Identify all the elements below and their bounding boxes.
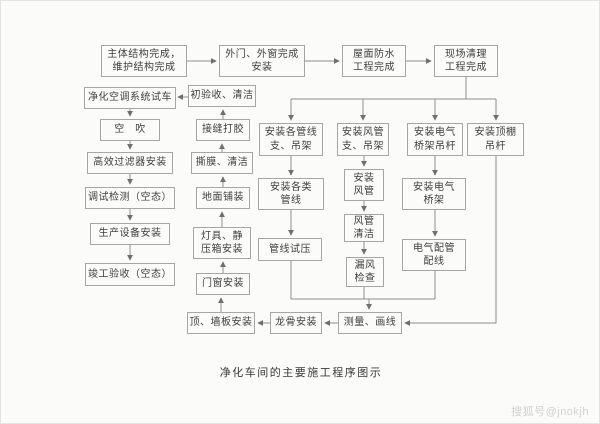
node-pipelines-install: 安装各类 管线 (258, 178, 324, 210)
node-duct-supports: 安装风管 支、吊架 (337, 123, 389, 156)
connector-plain-lines (290, 77, 496, 300)
node-ceiling-hangers: 安装顶棚 吊杆 (467, 123, 524, 156)
watermark-label: 搜狐号@jnokjh (511, 406, 589, 418)
node-exterior-doors-windows: 外门、外窗完成 安装 (219, 45, 305, 77)
node-pipeline-pressure-test: 管线试压 (258, 238, 322, 261)
node-completion-acceptance: 竣工验收（空态） (85, 263, 175, 286)
node-roof-waterproof: 屋面防水 工程完成 (342, 45, 406, 77)
node-ceiling-wall-panel: 顶、墙板安装 (187, 312, 255, 334)
node-keel-install: 龙骨安装 (270, 312, 322, 334)
node-main-structure: 主体结构完成， 维护结构完成 (101, 45, 187, 77)
node-debug-test-empty: 调试检测（空态） (85, 187, 175, 209)
node-measure-markline: 测量、画线 (338, 312, 402, 334)
node-electrical-conduit-wiring: 电气配管 配线 (402, 239, 466, 271)
node-initial-acceptance: 初验收、清洁 (188, 85, 256, 107)
diagram-caption: 净化车间的主要施工程序图示 (219, 367, 383, 379)
node-air-blow: 空 吹 (100, 119, 160, 141)
node-leak-check: 漏风 检查 (346, 257, 384, 287)
node-lights-plenum-install: 灯具、静 压箱安装 (193, 227, 251, 259)
node-pipeline-supports: 安装各管线 支、吊架 (259, 123, 323, 156)
node-site-cleanup: 现场清理 工程完成 (434, 45, 498, 77)
node-floor-paving: 地面铺装 (196, 187, 250, 209)
node-production-equipment: 生产设备安装 (90, 223, 170, 245)
node-cable-tray-install: 安装电气 桥架 (402, 178, 466, 210)
node-seam-caulking: 接缝打胶 (196, 119, 250, 141)
node-hvac-test-run: 净化空调系统试车 (84, 87, 176, 109)
node-duct-clean: 风管 清洁 (344, 214, 384, 242)
node-hepa-filter-install: 高效过滤器安装 (87, 152, 173, 174)
node-film-peel-clean: 撕膜、清洁 (191, 152, 253, 174)
connector-arrow-lines (127, 58, 499, 326)
node-door-window-install: 门窗安装 (196, 273, 250, 295)
node-cable-tray-hangers: 安装电气 桥架吊杆 (407, 123, 463, 156)
node-duct-install: 安装 风管 (344, 169, 384, 201)
